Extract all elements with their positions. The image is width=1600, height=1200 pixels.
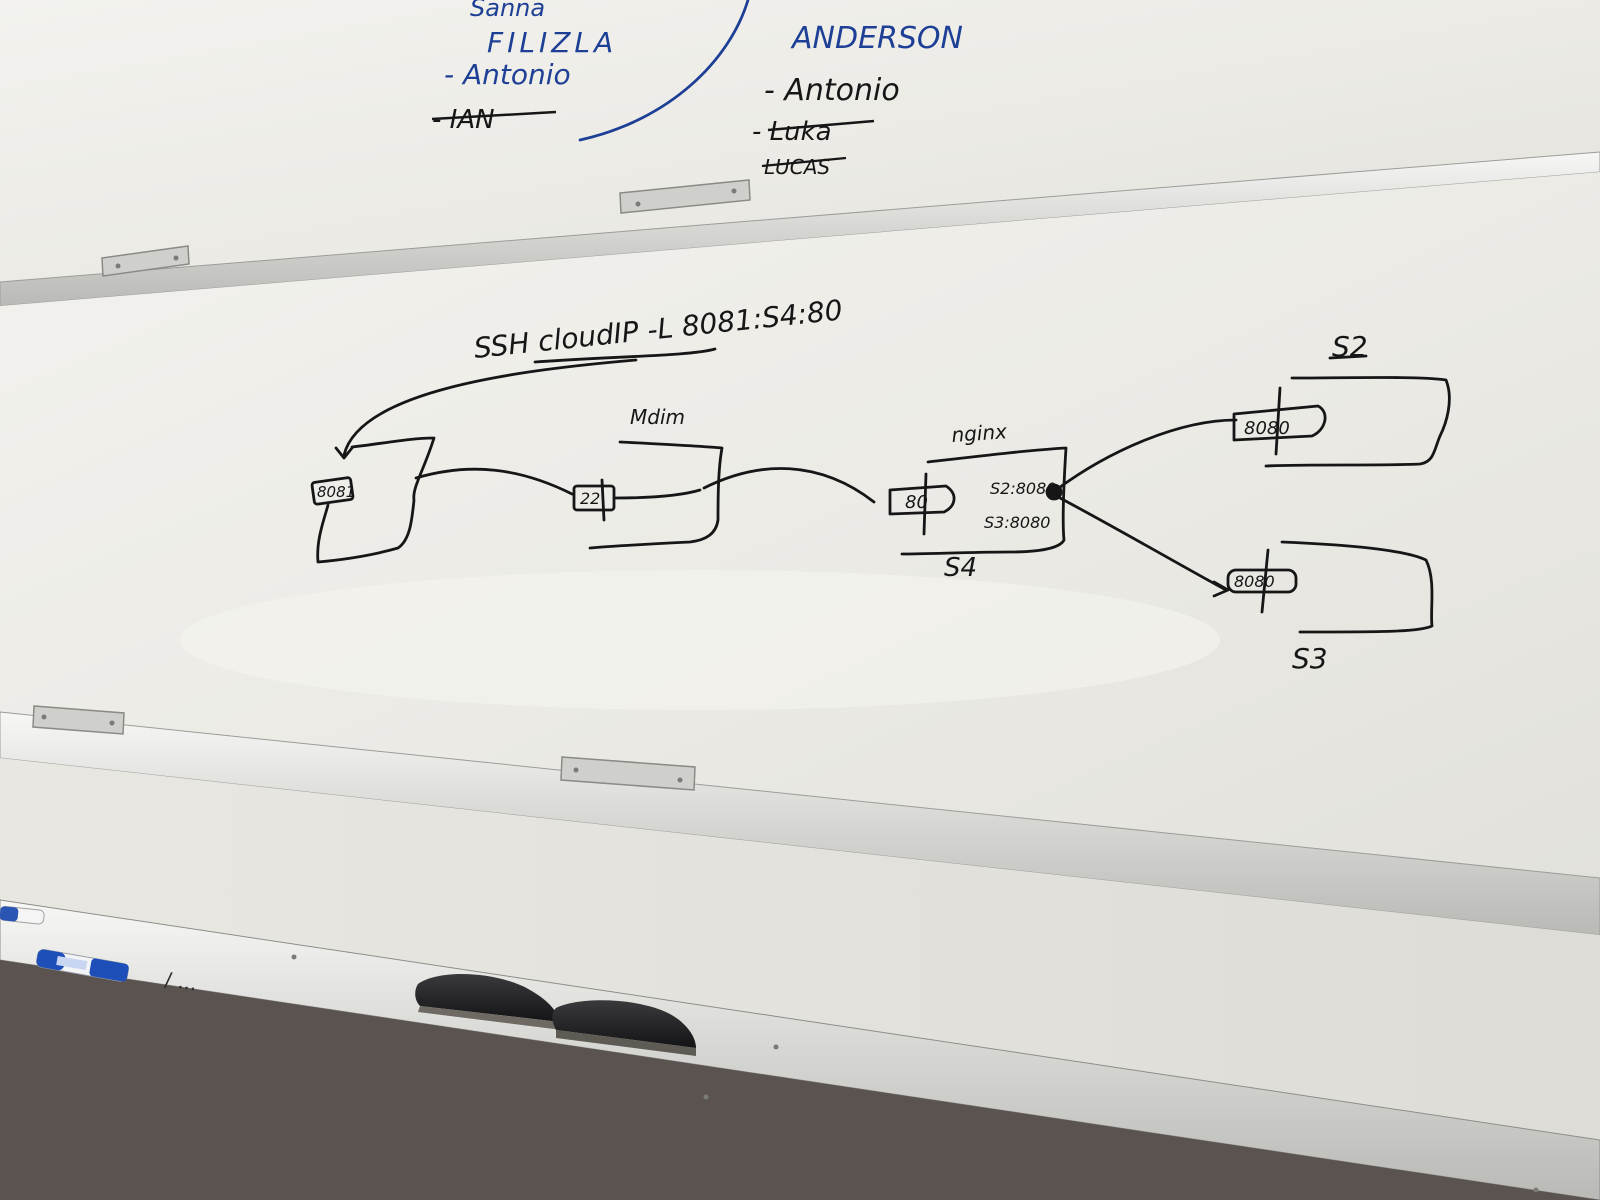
blue-divider-arc [578,0,750,142]
laptop-port-box [310,476,355,506]
white-marker [0,905,45,925]
middle-label: Mdim [630,405,685,429]
s3-label: S3 [1292,642,1328,675]
marker-tray [0,899,1600,1200]
partial-top-name: Sanna [470,0,545,22]
right-name-1: - Antonio [764,73,900,108]
glare [180,570,1220,710]
laptop-box [316,436,436,564]
eraser-1 [415,973,560,1022]
s4-label: S4 [944,553,977,583]
s2-port-box [1232,404,1327,442]
link-s4-s2 [1054,418,1238,492]
middle-box [588,440,724,550]
eraser-2 [552,1000,696,1048]
tunnel-arc [342,358,638,457]
middle-internal-line [612,488,702,500]
s2-port-tick [1274,386,1282,456]
link-laptop-middle [414,467,574,496]
rail-clips [32,179,751,791]
s4-port-tick [922,472,928,536]
tray-items: / ... [0,905,696,1056]
link-middle-s4 [702,467,876,504]
s2-label-underline [1328,354,1368,360]
eraser-1-felt [418,1006,562,1030]
s4-route-s3: S3:8080 [984,513,1050,532]
s4-box [900,446,1068,556]
right-name-3: LUCAS [764,155,830,179]
left-name-1: - Antonio [444,58,571,91]
s3-port-box [1226,568,1298,594]
right-column-heading: ANDERSON [790,21,963,56]
tray-marks: / ... [163,967,198,995]
middle-rail [0,711,1600,936]
upper-board-writing: Sanna FILIZLA - Antonio - IAN ANDERSON -… [431,0,963,179]
tunnel-arrowhead [334,446,354,460]
middle-port: 22 [580,489,600,508]
left-column-heading: FILIZLA [487,26,617,59]
s2-box [1264,376,1451,468]
s3-box [1280,540,1434,634]
command-underline [533,347,717,364]
s3-arrowhead [1212,580,1230,598]
strike-left-name-2 [431,110,557,121]
left-name-2: - IAN [432,105,495,135]
link-s4-s3 [1058,496,1228,592]
blue-marker [36,948,129,982]
middle-port-tick [600,478,606,522]
s3-port: 8080 [1234,572,1275,591]
right-name-2: - Luka [752,117,832,147]
s4-route-s2: S2:8080 [990,479,1056,498]
strike-right-name-2 [767,119,875,132]
s2-port: 8080 [1244,418,1290,439]
upper-board [0,0,1600,282]
s4-port: 80 [905,492,928,513]
strike-right-name-3 [761,156,847,168]
s4-port-box [888,484,956,516]
s4-header: nginx [951,419,1008,447]
s3-port-tick [1260,548,1270,614]
laptop-port: 8081 [317,483,355,501]
wall-lower [0,960,1600,1200]
eraser-2-felt [556,1030,696,1056]
upper-rail [0,151,1600,307]
main-board [0,172,1600,878]
